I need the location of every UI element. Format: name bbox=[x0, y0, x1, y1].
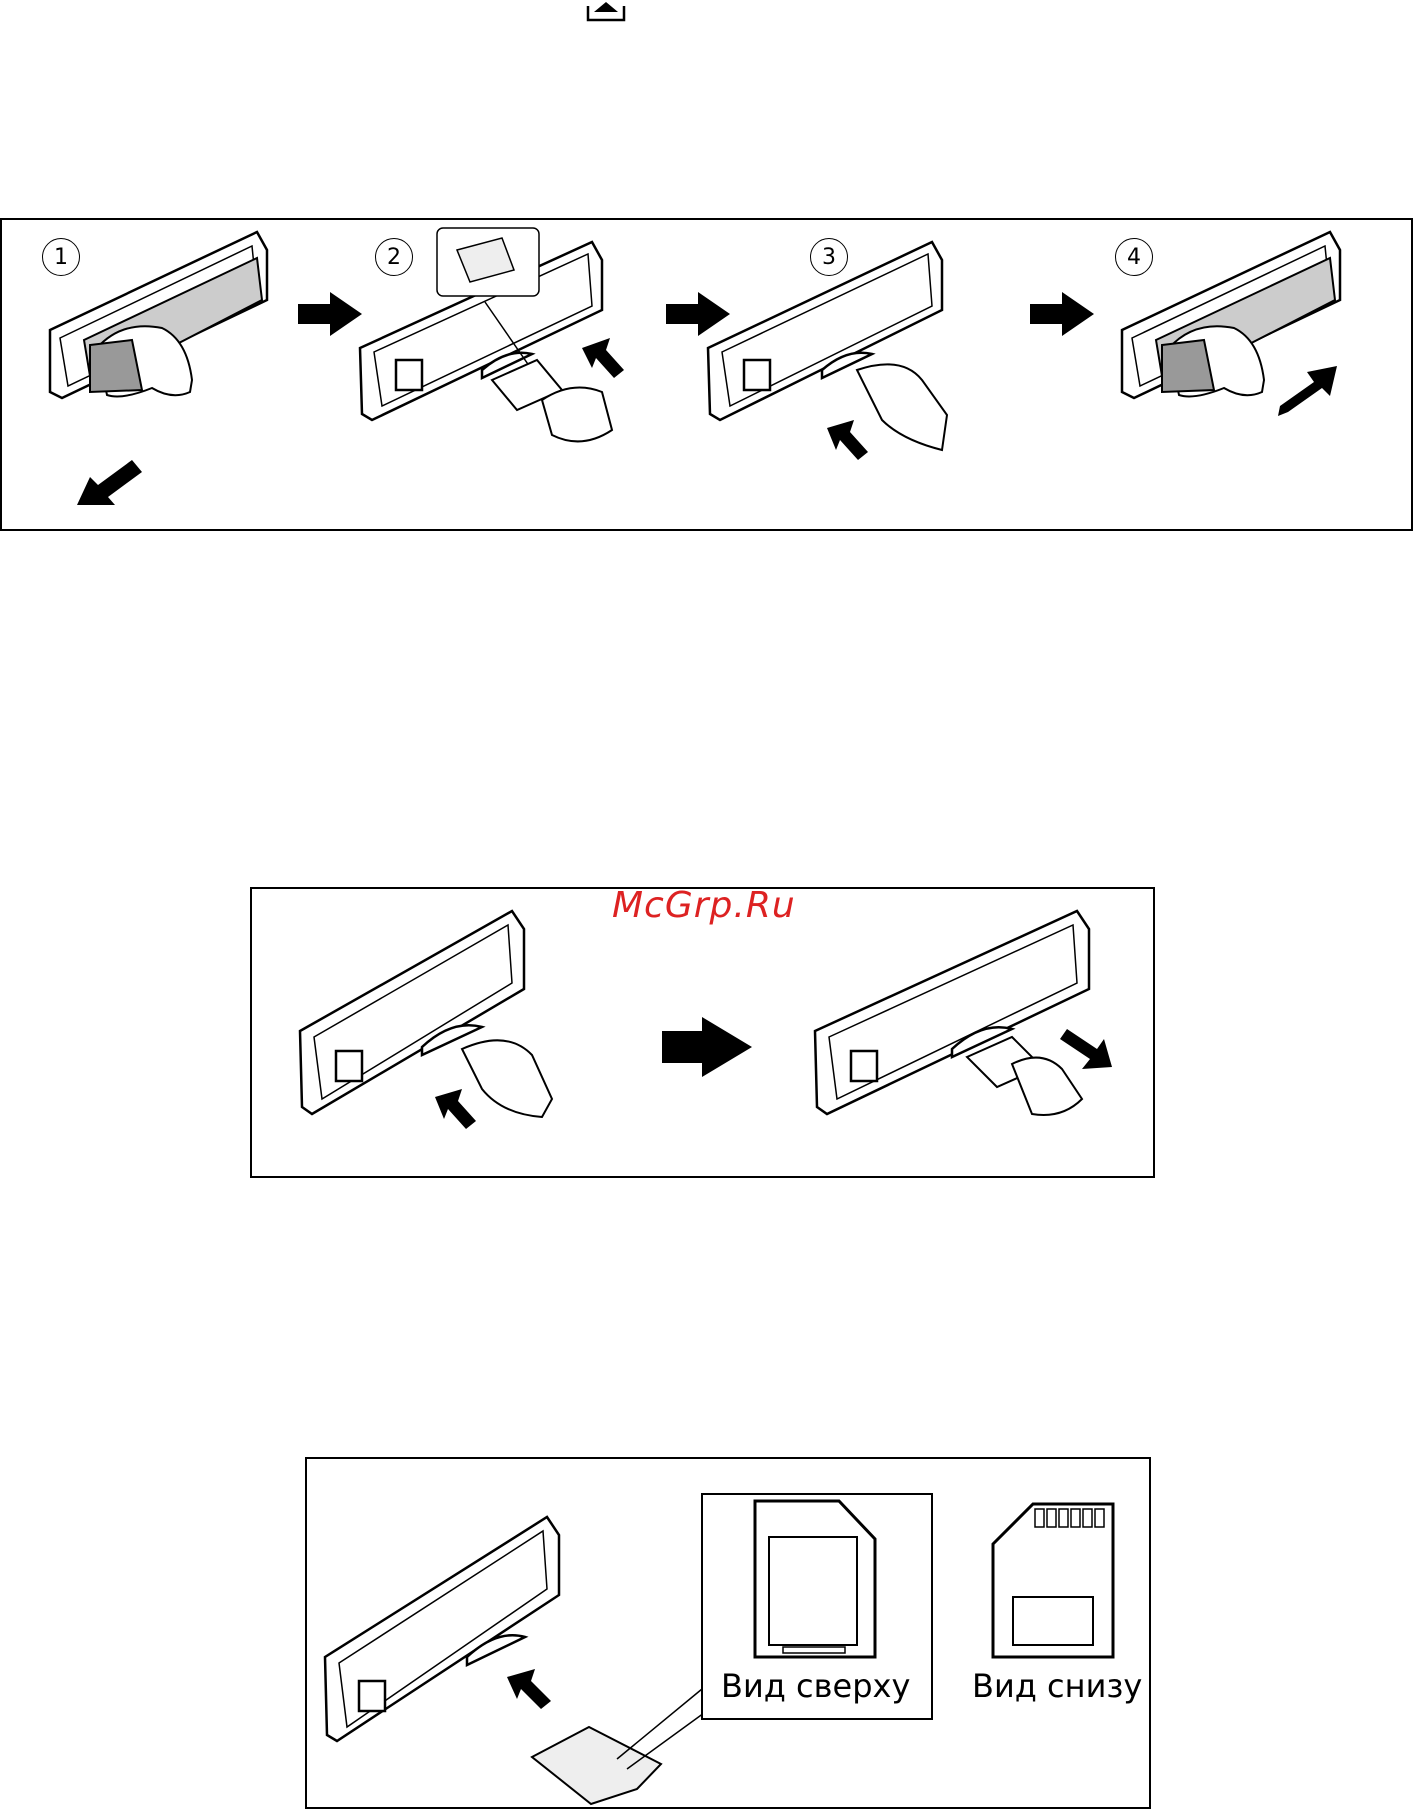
card-orientation-panel: Вид сверху Вид снизу bbox=[305, 1457, 1151, 1809]
arrow-right-icon bbox=[1030, 292, 1094, 336]
arrow-down-left-icon bbox=[77, 460, 142, 505]
faceplate-icon bbox=[325, 1517, 559, 1741]
arrow-down-right-icon bbox=[1060, 1029, 1112, 1069]
steps-panel: 1 2 3 4 bbox=[0, 218, 1413, 531]
arrow-up-left-icon bbox=[827, 420, 868, 460]
arrow-right-icon bbox=[298, 292, 362, 336]
top-view-label: Вид сверху bbox=[721, 1667, 910, 1705]
watermark: McGrp.Ru bbox=[612, 885, 796, 926]
eject-icon bbox=[586, 0, 626, 22]
arrow-up-left-icon bbox=[582, 338, 624, 378]
arrow-right-icon bbox=[662, 1017, 752, 1077]
bottom-view-label: Вид снизу bbox=[972, 1667, 1142, 1705]
eject-panel: McGrp.Ru bbox=[250, 887, 1155, 1178]
arrow-up-left-icon bbox=[435, 1089, 476, 1129]
arrow-right-icon bbox=[666, 292, 730, 336]
arrow-up-right-icon bbox=[1278, 366, 1337, 416]
arrow-up-left-icon bbox=[507, 1669, 551, 1709]
